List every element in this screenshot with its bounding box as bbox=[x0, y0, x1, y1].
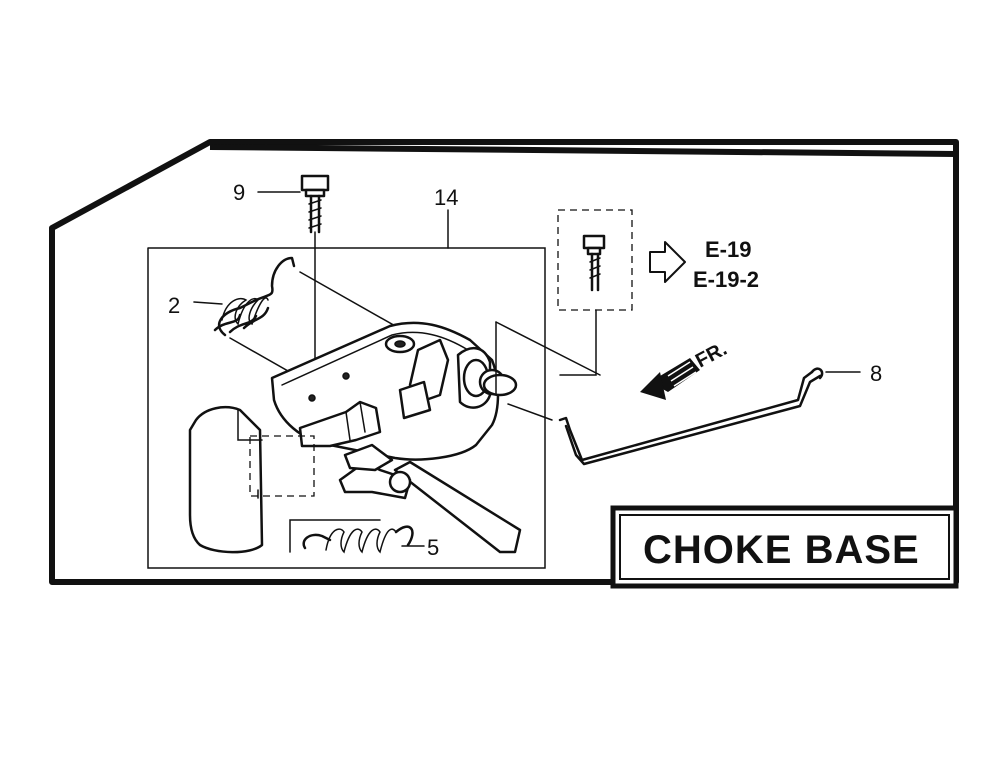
reference-e19: E-19 bbox=[705, 237, 751, 262]
hatched-left-arrow-icon bbox=[640, 358, 700, 400]
title-box: CHOKE BASE bbox=[610, 505, 959, 589]
spring-2 bbox=[193, 256, 296, 337]
spring-5 bbox=[289, 519, 425, 554]
choke-arm bbox=[338, 443, 522, 554]
callout-rod-8: 8 bbox=[870, 361, 882, 386]
reference-e19-2: E-19-2 bbox=[693, 267, 759, 292]
choke-lever bbox=[398, 338, 518, 420]
diagram-title: CHOKE BASE bbox=[643, 528, 920, 572]
callout-spring-2: 2 bbox=[168, 293, 180, 318]
reference-bolt-icon bbox=[582, 234, 606, 292]
choke-clip bbox=[298, 400, 382, 448]
assembly-14-enclosure bbox=[147, 209, 546, 569]
hollow-right-arrow-icon bbox=[649, 241, 686, 283]
callout-bolt-9: 9 bbox=[233, 180, 245, 205]
callout-spring-5: 5 bbox=[427, 535, 439, 560]
choke-rod-8 bbox=[558, 367, 824, 466]
reference-bolt-box bbox=[557, 209, 633, 376]
callout-assembly-14: 14 bbox=[434, 185, 458, 210]
side-plate bbox=[188, 406, 315, 554]
front-direction-label: FR. bbox=[692, 338, 731, 373]
